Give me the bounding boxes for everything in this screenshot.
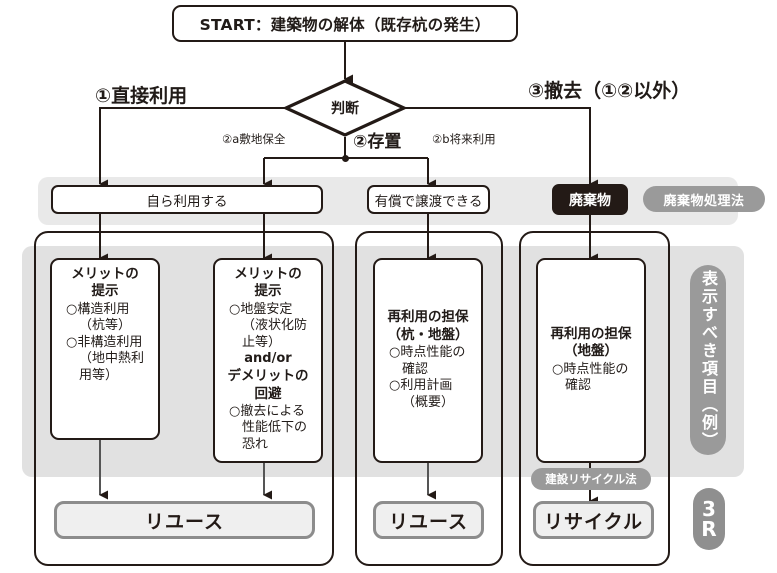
card-title: 再利用の担保（地盤） <box>550 326 632 360</box>
three-r-top: 3 <box>702 496 716 521</box>
card-line: 性能低下の <box>242 420 308 436</box>
card-list: ○時点性能の 確認 <box>542 362 640 395</box>
outcome-reuse-left: リユース <box>54 501 315 539</box>
card-line: （概要） <box>402 394 455 410</box>
group-outline-direct-use <box>34 231 334 566</box>
outcome-recycle: リサイクル <box>533 501 654 539</box>
branch-label-future-use: ②b将来利用 <box>432 132 496 146</box>
card-andor-label: and/or <box>244 351 292 367</box>
option-box-self-use[interactable]: 自ら利用する <box>51 185 323 214</box>
three-r-bottom: R <box>701 517 717 541</box>
card-list-secondary: ○撤去による 性能低下の 恐れ <box>219 404 317 454</box>
three-r-badge: 3 R <box>693 488 725 550</box>
card-line: （地中熱利 <box>79 351 145 367</box>
card-line: 確認 <box>402 361 429 377</box>
group-outline-waste <box>519 231 670 566</box>
card-line: 恐れ <box>242 437 269 453</box>
branch-label-retention: ②存置 <box>353 132 402 152</box>
decision-diamond-shape <box>282 79 408 137</box>
law-pill-construction-recycle: 建設リサイクル法 <box>531 468 651 490</box>
branch-label-site-preservation: ②a敷地保全 <box>222 132 286 146</box>
display-items-vertical-pill: 表示すべき項目（例） <box>690 265 726 455</box>
card-line: ○非構造利用 <box>66 334 143 350</box>
card-reuse-guarantee-pile-ground: 再利用の担保（杭・地盤） ○時点性能の 確認 ○利用計画 （概要） <box>373 258 483 463</box>
card-line: 用等） <box>79 368 119 384</box>
card-line: ○地盤安定 <box>229 301 293 317</box>
card-line: ○時点性能の <box>389 345 466 361</box>
card-line: 確認 <box>565 378 592 394</box>
group-outline-transfer <box>355 231 503 566</box>
card-line: （杭等） <box>79 318 132 334</box>
branch-label-removal: ③撤去（①②以外） <box>528 80 691 102</box>
card-line: （液状化防 <box>242 318 308 334</box>
card-list: ○構造利用 （杭等） ○非構造利用 （地中熱利 用等） <box>56 302 154 385</box>
card-line: ○時点性能の <box>552 361 629 377</box>
start-box: START：建築物の解体（既存杭の発生） <box>172 5 518 42</box>
card-title: メリットの提示 <box>71 266 139 300</box>
card-title: メリットの提示 <box>234 266 302 300</box>
card-line: ○利用計画 <box>389 378 453 394</box>
card-line: ○構造利用 <box>66 301 130 317</box>
branch-label-direct-use: ①直接利用 <box>95 85 188 107</box>
law-pill-waste-disposal: 廃棄物処理法 <box>643 186 765 212</box>
card-title-secondary: デメリットの回避 <box>227 368 309 402</box>
card-list: ○時点性能の 確認 ○利用計画 （概要） <box>379 345 477 412</box>
outcome-reuse-middle: リユース <box>373 501 484 539</box>
card-title: 再利用の担保（杭・地盤） <box>387 309 469 343</box>
card-merit-structural: メリットの提示 ○構造利用 （杭等） ○非構造利用 （地中熱利 用等） <box>50 258 160 440</box>
card-merit-ground: メリットの提示 ○地盤安定 （液状化防 止等） and/or デメリットの回避 … <box>213 258 323 463</box>
branch-junction-dot <box>341 154 349 162</box>
card-list: ○地盤安定 （液状化防 止等） <box>219 302 317 352</box>
card-reuse-guarantee-ground: 再利用の担保（地盤） ○時点性能の 確認 <box>536 258 646 463</box>
option-box-waste[interactable]: 廃棄物 <box>552 184 628 215</box>
option-box-paid-transfer[interactable]: 有償で譲渡できる <box>367 185 490 214</box>
card-line: ○撤去による <box>229 403 305 419</box>
card-line: 止等） <box>242 334 282 350</box>
